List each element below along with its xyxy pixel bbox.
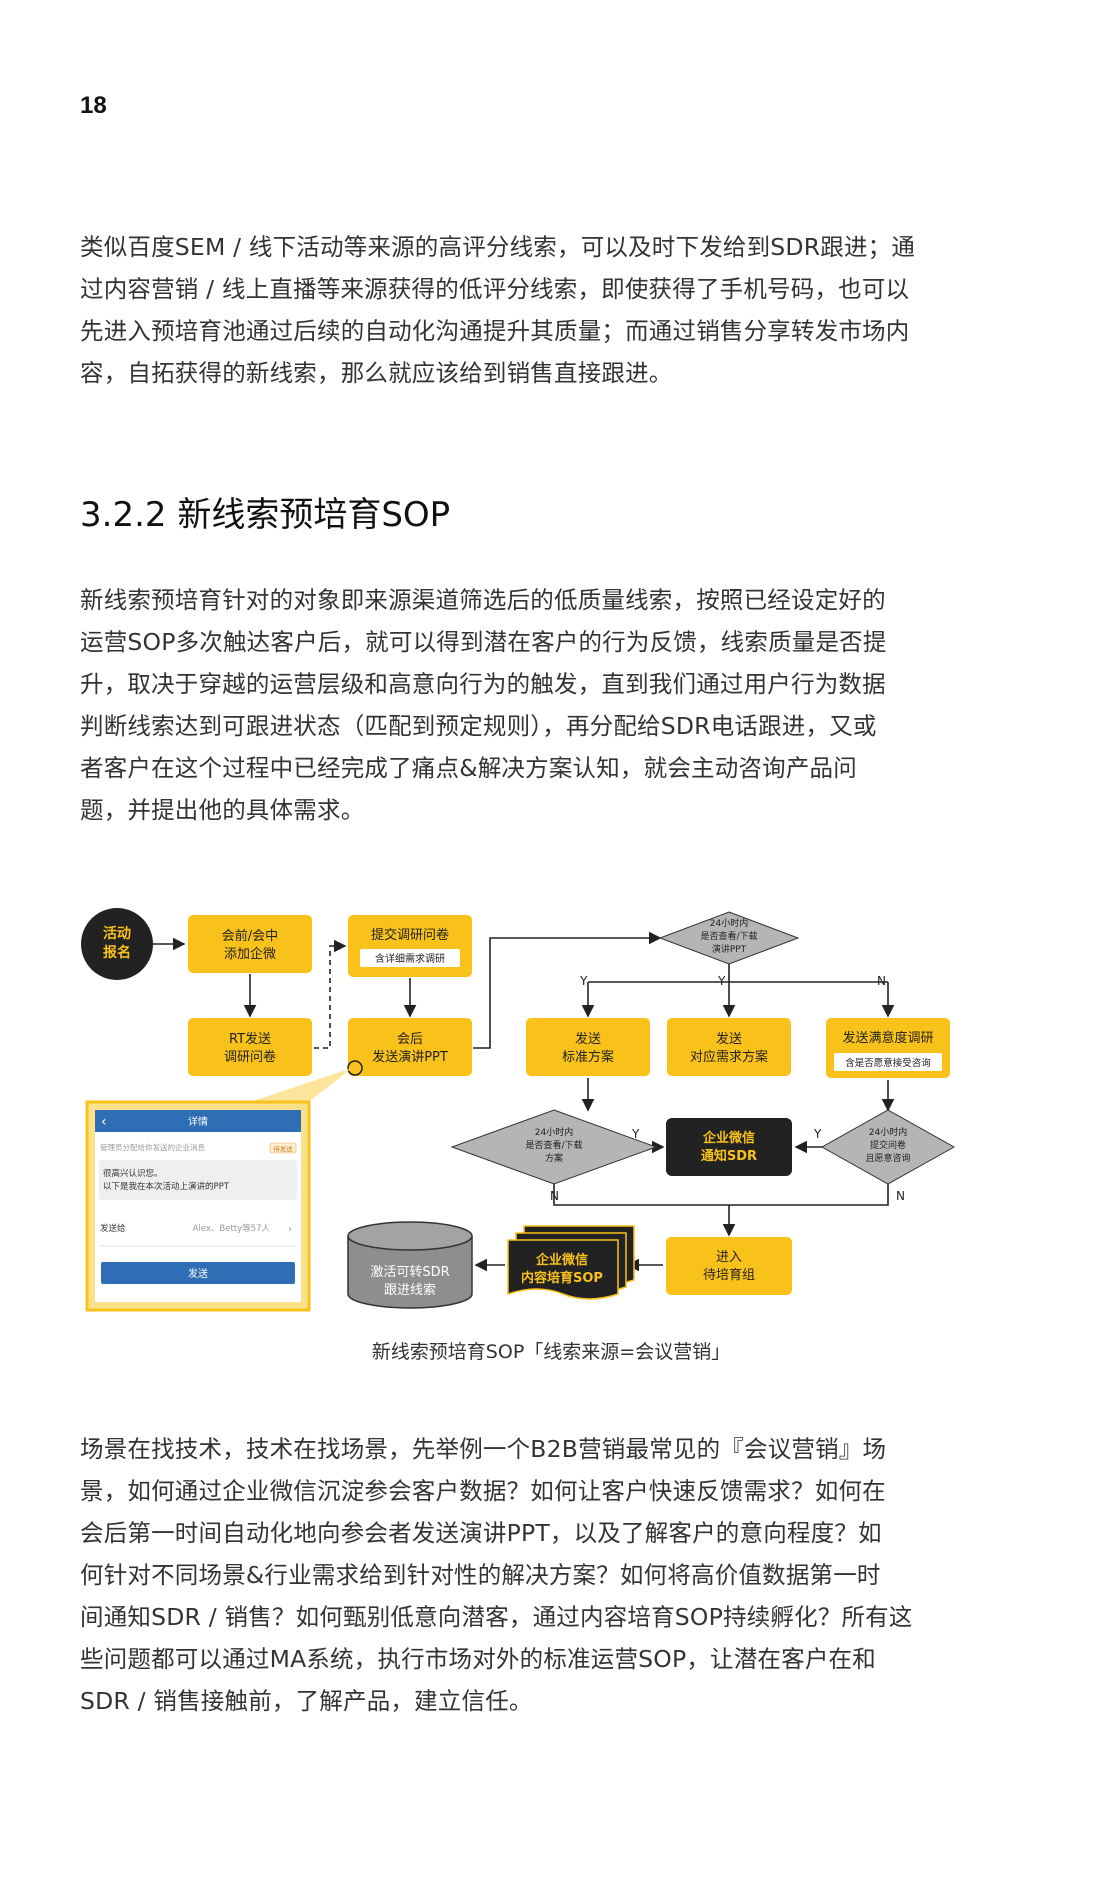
node-submit-survey: 提交调研问卷: [371, 927, 449, 943]
phone-message: 以下是我在本次活动上演讲的PPT: [103, 1181, 230, 1192]
node-activate-leads: 激活可转SDR: [370, 1265, 449, 1280]
decision-check-survey: 24小时内: [869, 1126, 907, 1138]
node-send-custom: 发送: [716, 1031, 742, 1047]
paragraph-intro: 类似百度SEM / 线下活动等来源的高评分线索，可以及时下发给到SDR跟进；通 …: [80, 226, 960, 394]
recipient-label: 发送给: [100, 1223, 126, 1234]
decision-check-ppt: 是否查看/下载: [700, 930, 757, 942]
node-send-standard: 发送: [575, 1031, 601, 1047]
send-button[interactable]: [101, 1262, 295, 1284]
label-yes: Y: [631, 1127, 640, 1141]
node-content-sop: 内容培育SOP: [521, 1270, 603, 1286]
text-line: 题，并提出他的具体需求。: [80, 796, 365, 824]
text-line: 新线索预培育针对的对象即来源渠道筛选后的低质量线索，按照已经设定好的: [80, 586, 886, 614]
phone-mockup: ‹ 详情 管理员分配给你发送的企业消息 待发送 很高兴认识您。 以下是我在本次活…: [85, 1100, 311, 1312]
phone-title: 详情: [188, 1115, 208, 1128]
text-line: 间通知SDR / 销售？如何甄别低意向潜客，通过内容培育SOP持续孵化？所有这: [80, 1603, 913, 1631]
node-activate-leads: 跟进线索: [384, 1283, 436, 1298]
decision-check-survey: 且愿意咨询: [865, 1152, 910, 1164]
figure-caption: 新线索预培育SOP「线索来源=会议营销」: [371, 1341, 731, 1363]
node-add-wecom: 会前/会中: [222, 928, 278, 944]
text-line: 容，自拓获得的新线索，那么就应该给到销售直接跟进。: [80, 359, 673, 387]
back-icon[interactable]: ‹: [101, 1114, 107, 1130]
node-after-meeting: 发送演讲PPT: [372, 1049, 448, 1065]
node-send-custom: 对应需求方案: [690, 1049, 768, 1065]
send-button-label: 发送: [188, 1267, 208, 1280]
decision-check-survey: 提交问卷: [870, 1139, 906, 1151]
node-rt-send: RT发送: [229, 1031, 271, 1047]
text-line: 会后第一时间自动化地向参会者发送演讲PPT，以及了解客户的意向程度？如: [80, 1519, 882, 1547]
node-send-standard: 标准方案: [562, 1049, 614, 1065]
label-yes: Y: [813, 1127, 822, 1141]
status-badge: 待发送: [273, 1144, 293, 1153]
node-send-satisfaction: 发送满意度调研: [842, 1030, 933, 1046]
paragraph-preculture: 新线索预培育针对的对象即来源渠道筛选后的低质量线索，按照已经设定好的 运营SOP…: [80, 579, 960, 831]
start-node-line: 报名: [103, 944, 131, 961]
decision-check-solution: 方案: [545, 1152, 563, 1164]
decision-check-solution: 24小时内: [535, 1126, 573, 1138]
decision-check-solution: 是否查看/下载: [525, 1139, 582, 1151]
label-no: N: [550, 1189, 559, 1203]
node-pending-group: 待培育组: [703, 1267, 755, 1283]
text-line: 场景在找技术，技术在找场景，先举例一个B2B营销最常见的『会议营销』场: [80, 1435, 887, 1463]
decision-check-ppt: 24小时内: [710, 917, 748, 929]
node-add-wecom: 添加企微: [224, 946, 276, 962]
node-pending-group: 进入: [716, 1250, 742, 1265]
phone-message: 很高兴认识您。: [103, 1168, 163, 1179]
node-content-sop: 企业微信: [535, 1252, 588, 1268]
decision-check-ppt: 演讲PPT: [712, 943, 747, 955]
label-no: N: [896, 1189, 905, 1203]
node-content-sop-stack: [507, 1225, 635, 1300]
text-line: 何针对不同场景&行业需求给到针对性的解决方案？如何将高价值数据第一时: [80, 1561, 881, 1589]
node-after-meeting: 会后: [397, 1032, 423, 1047]
node-rt-send: 调研问卷: [224, 1049, 276, 1065]
recipient-value: Alex、Betty等57人: [193, 1223, 271, 1234]
node-notify-sdr: 企业微信: [702, 1130, 755, 1146]
text-line: 景，如何通过企业微信沉淀参会客户数据？如何让客户快速反馈需求？如何在: [80, 1477, 886, 1505]
tag-satisfaction: 含是否愿意接受咨询: [845, 1057, 931, 1069]
text-line: 者客户在这个过程中已经完成了痛点&解决方案认知，就会主动咨询产品问: [80, 754, 857, 782]
phone-notice: 管理员分配给你发送的企业消息: [100, 1142, 205, 1152]
tag-survey-detail: 含详细需求调研: [375, 952, 445, 965]
label-yes: Y: [717, 974, 726, 988]
start-node-line: 活动: [103, 925, 131, 942]
label-yes: Y: [579, 974, 588, 988]
paragraph-scenario: 场景在找技术，技术在找场景，先举例一个B2B营销最常见的『会议营销』场 景，如何…: [80, 1428, 960, 1722]
text-line: 类似百度SEM / 线下活动等来源的高评分线索，可以及时下发给到SDR跟进；通: [80, 233, 916, 261]
text-line: 些问题都可以通过MA系统，执行市场对外的标准运营SOP，让潜在客户在和: [80, 1645, 876, 1673]
section-heading: 3.2.2 新线索预培育SOP: [80, 495, 451, 535]
node-notify-sdr: 通知SDR: [701, 1148, 757, 1164]
chevron-right-icon[interactable]: ›: [288, 1224, 292, 1235]
text-line: 升，取决于穿越的运营层级和高意向行为的触发，直到我们通过用户行为数据: [80, 670, 886, 698]
text-line: 过内容营销 / 线上直播等来源获得的低评分线索，即使获得了手机号码，也可以: [80, 275, 910, 303]
sop-flow-diagram: 活动 报名 会前/会中 添加企微 RT发送 调研问卷 提交调研问卷 含详细需求调…: [81, 908, 956, 1312]
text-line: 先进入预培育池通过后续的自动化沟通提升其质量；而通过销售分享转发市场内: [80, 317, 910, 345]
database-icon: [347, 1221, 473, 1309]
label-no: N: [877, 974, 886, 988]
text-line: 判断线索达到可跟进状态（匹配到预定规则），再分配给SDR电话跟进，又或: [80, 712, 877, 740]
page-number: 18: [80, 92, 107, 119]
text-line: 运营SOP多次触达客户后，就可以得到潜在客户的行为反馈，线索质量是否提: [80, 628, 887, 656]
text-line: SDR / 销售接触前，了解产品，建立信任。: [80, 1687, 533, 1715]
